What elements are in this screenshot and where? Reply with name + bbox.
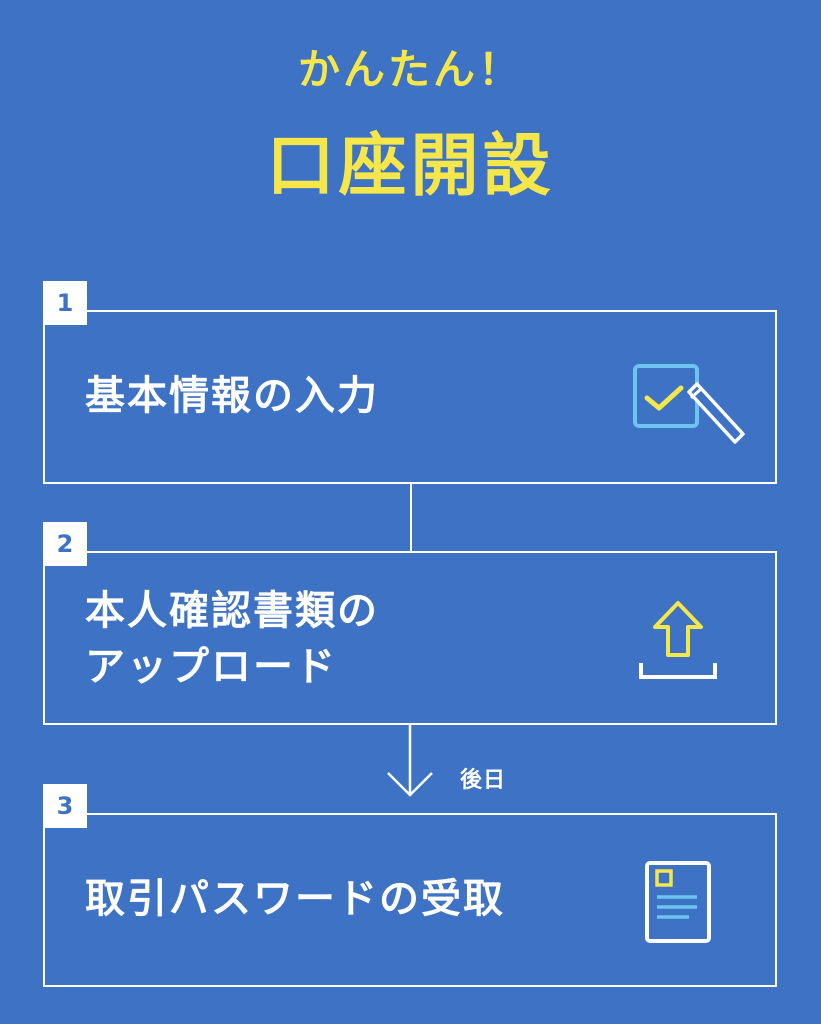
step-2-box: 本人確認書類の アップロード <box>43 551 777 725</box>
step-2-number: 2 <box>43 522 87 566</box>
checkbox-pen-icon <box>633 364 745 444</box>
step-1-label: 基本情報の入力 <box>85 373 379 419</box>
step-3-box: 取引パスワードの受取 <box>43 813 777 987</box>
subtitle: かんたん！ <box>297 45 523 94</box>
step-3-label: 取引パスワードの受取 <box>85 876 505 922</box>
step-3-number: 3 <box>43 784 87 828</box>
page-title: 口座開設 <box>266 127 555 206</box>
later-label: 後日 <box>460 768 507 793</box>
step-2-label: 本人確認書類の アップロード <box>85 588 379 690</box>
step-1-box: 基本情報の入力 <box>43 310 777 484</box>
upload-arrow-icon <box>639 601 717 679</box>
down-arrow-icon <box>387 725 433 797</box>
step-connector <box>410 484 412 551</box>
step-1-number: 1 <box>43 281 87 325</box>
document-icon <box>645 861 711 943</box>
